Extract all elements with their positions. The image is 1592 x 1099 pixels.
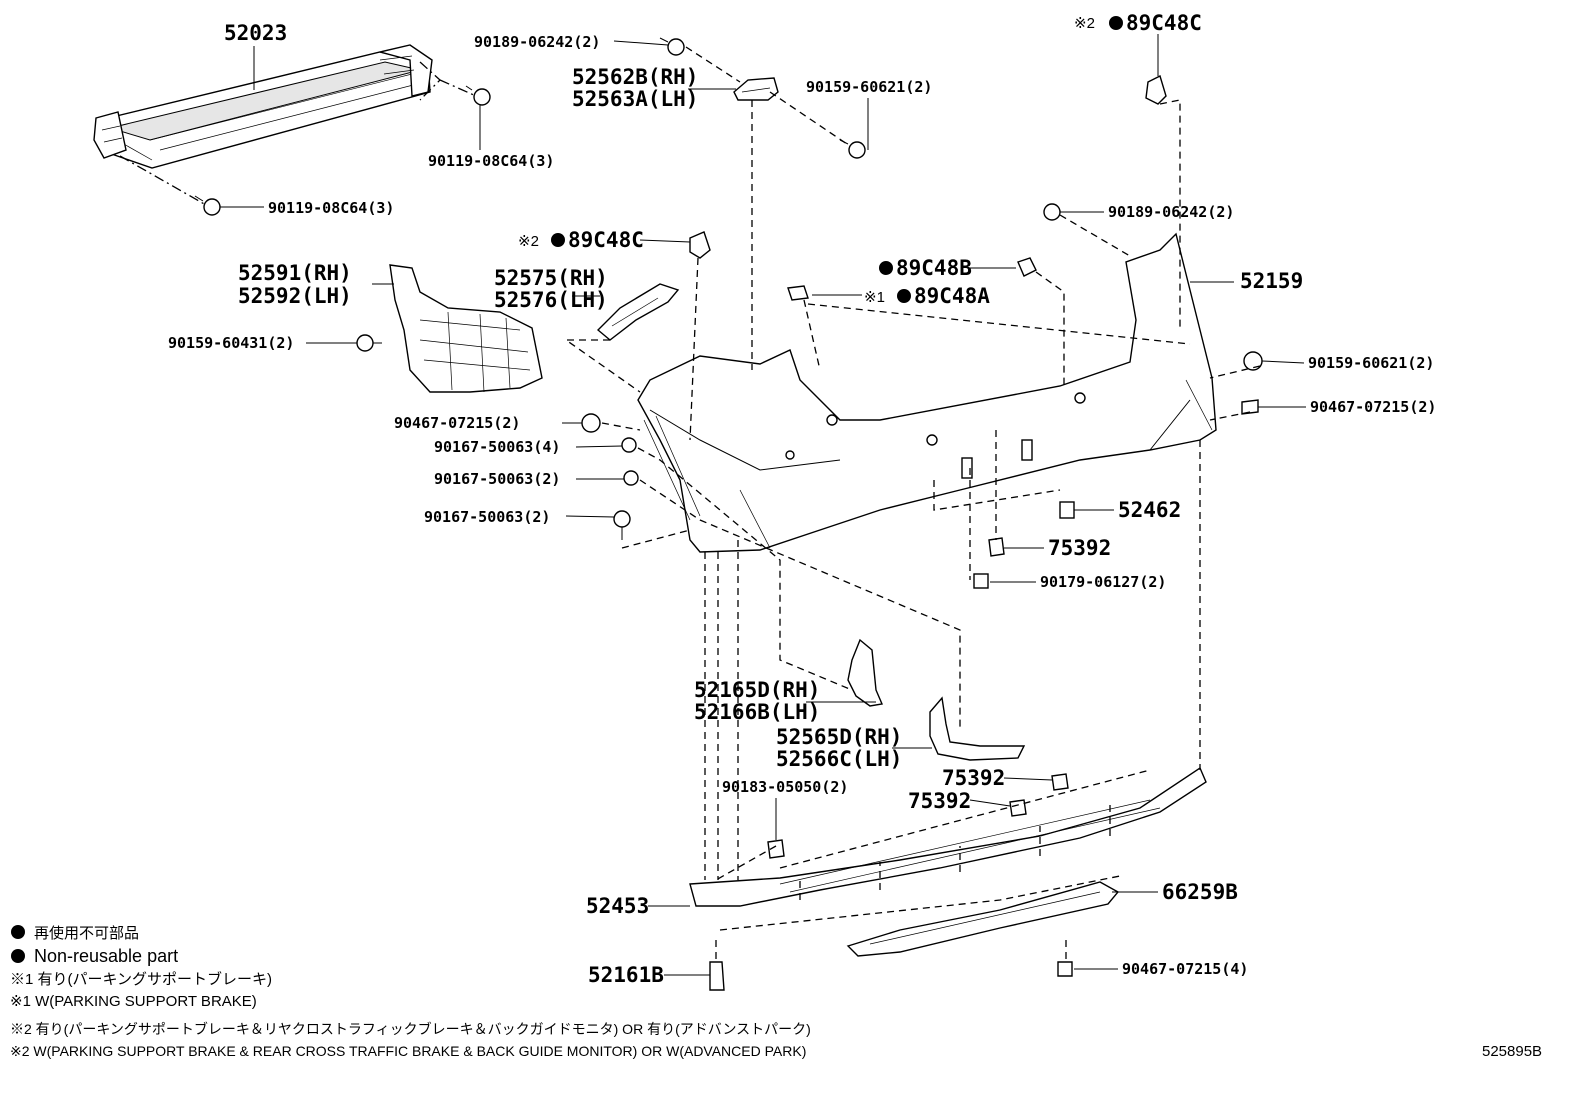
clip-90467-bottom	[1057, 961, 1073, 977]
label-90467-right: 90467-07215(2)	[1310, 398, 1436, 416]
reinforcement-bar-52023	[93, 44, 433, 169]
label-52592: 52592(LH)	[238, 284, 352, 308]
clip-90467-right	[1241, 399, 1259, 415]
legend-line-3: ※1 有り(パーキングサポートブレーキ)	[10, 970, 272, 988]
label-52591: 52591(RH)	[238, 261, 352, 285]
label-90167-2a: 90167-50063(2)	[434, 470, 560, 488]
label-90183: 90183-05050(2)	[722, 778, 848, 796]
bolt-90159-right	[1243, 351, 1263, 371]
nut-90183	[767, 839, 785, 859]
reflector-cover-52165d	[847, 638, 883, 707]
bolt-90159-top	[839, 139, 866, 159]
label-89c48b: 89C48B	[896, 256, 972, 280]
legend-line-6: ※2 W(PARKING SUPPORT BRAKE & REAR CROSS …	[10, 1043, 806, 1059]
label-52462: 52462	[1118, 498, 1181, 522]
legend-line-1: 再使用不可部品	[34, 925, 139, 942]
bolt-90119-b	[194, 195, 221, 216]
diagram-code: 525895B	[1482, 1043, 1542, 1060]
legend-dot-2	[11, 949, 25, 963]
label-90189-right: 90189-06242(2)	[1108, 203, 1234, 221]
label-75392-b: 75392	[942, 766, 1005, 790]
pad-52462	[1059, 501, 1075, 519]
label-90119-a: 90119-08C64(3)	[428, 152, 554, 170]
bolt-90119-a	[465, 85, 491, 106]
label-90159-top: 90159-60621(2)	[806, 78, 932, 96]
label-52563a: 52563A(LH)	[572, 87, 698, 111]
label-66259b: 66259B	[1162, 880, 1238, 904]
non-reusable-dot-top	[1109, 16, 1123, 30]
label-mark-2-mid: ※2	[518, 233, 539, 250]
label-52159: 52159	[1240, 269, 1303, 293]
leader-lines	[220, 34, 1306, 976]
clip-90189-top	[659, 37, 685, 56]
label-52166b: 52166B(LH)	[694, 700, 820, 724]
non-reusable-dot-89c48a	[897, 289, 911, 303]
label-90179: 90179-06127(2)	[1040, 573, 1166, 591]
label-90119-b: 90119-08C64(3)	[268, 199, 394, 217]
label-52165d: 52165D(RH)	[694, 678, 820, 702]
sensor-bracket-89c48c-mid	[689, 231, 711, 259]
label-75392-a: 75392	[1048, 536, 1111, 560]
legend-dot-1	[11, 925, 25, 939]
side-retainer-52591	[389, 264, 543, 393]
sensor-retainer-89c48b	[1017, 257, 1037, 277]
label-52575: 52575(RH)	[494, 266, 608, 290]
label-90167-4: 90167-50063(4)	[434, 438, 560, 456]
label-52023: 52023	[224, 21, 287, 45]
lower-bumper-52453	[689, 766, 1207, 907]
screw-90167-c	[613, 510, 631, 540]
non-reusable-dot-mid	[551, 233, 565, 247]
clip-90467-left	[581, 413, 601, 433]
label-90159-60431: 90159-60431(2)	[168, 334, 294, 352]
legend: 再使用不可部品 Non-reusable part ※1 有り(パーキングサポー…	[10, 925, 811, 1059]
label-52562b: 52562B(RH)	[572, 65, 698, 89]
clip-52161b	[709, 961, 725, 991]
bumper-cover-52159	[637, 232, 1217, 553]
legend-line-4: ※1 W(PARKING SUPPORT BRAKE)	[10, 993, 257, 1010]
label-52161b: 52161B	[588, 963, 664, 987]
label-90167-2b: 90167-50063(2)	[424, 508, 550, 526]
label-52453: 52453	[586, 894, 649, 918]
legend-line-2: Non-reusable part	[34, 946, 178, 966]
label-89c48c-top: 89C48C	[1126, 11, 1202, 35]
label-52566c: 52566C(LH)	[776, 747, 902, 771]
cover-66259b	[846, 881, 1120, 957]
nut-90179	[973, 573, 989, 589]
clip-90189-right	[1043, 203, 1061, 221]
non-reusable-dot-89c48b	[879, 261, 893, 275]
bolt-90159-60431	[356, 334, 382, 352]
label-90467-bottom: 90467-07215(4)	[1122, 960, 1248, 978]
screw-90167-a	[621, 437, 637, 453]
label-90467-left: 90467-07215(2)	[394, 414, 520, 432]
label-52576: 52576(LH)	[494, 288, 608, 312]
legend-line-5: ※2 有り(パーキングサポートブレーキ＆リヤクロストラフィックブレーキ＆バックガ…	[10, 1021, 811, 1037]
label-90159-right: 90159-60621(2)	[1308, 354, 1434, 372]
label-90189-top: 90189-06242(2)	[474, 33, 600, 51]
bracket-52562b	[733, 77, 779, 101]
clip-75392-b	[1051, 773, 1069, 791]
assembly-lines	[119, 46, 1261, 962]
garnish-52565d	[929, 696, 1026, 761]
screw-90167-b	[623, 470, 639, 486]
label-75392-c: 75392	[908, 789, 971, 813]
label-89c48c-mid: 89C48C	[568, 228, 644, 252]
side-support-52575	[596, 283, 680, 341]
sensor-retainer-89c48a	[787, 285, 809, 301]
label-52565d: 52565D(RH)	[776, 725, 902, 749]
label-mark-2-top: ※2	[1074, 15, 1095, 32]
clip-75392-c	[1009, 799, 1027, 817]
label-mark-1: ※1	[864, 289, 885, 306]
part-labels: 52023 90119-08C64(3) 90119-08C64(3) 9018…	[168, 11, 1436, 987]
clip-75392-a	[988, 537, 1005, 557]
label-89c48a: 89C48A	[914, 284, 990, 308]
sensor-bracket-89c48c-top	[1145, 75, 1167, 105]
